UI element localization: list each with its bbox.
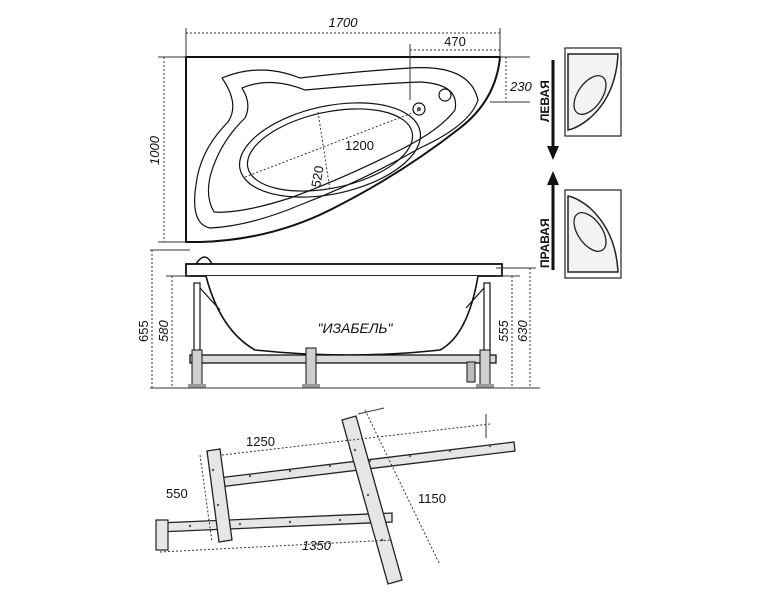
foot-3 (479, 349, 491, 389)
tub-bowl (238, 102, 422, 198)
height-total-label: 655 (136, 320, 151, 342)
tub-outer-outline (185, 56, 502, 243)
beam2-dim (159, 539, 393, 553)
model-label: "ИЗАБЕЛЬ" (317, 320, 393, 336)
side-view: "ИЗАБЕЛЬ" 655 580 630 555 (136, 249, 540, 389)
frame-brace-left (199, 287, 221, 311)
depth-label: 1000 (147, 135, 162, 165)
beam1-label: 1250 (246, 434, 275, 449)
cross-dim-tick (357, 407, 385, 415)
edge-label: 230 (509, 79, 532, 94)
variant-right: ПРАВАЯ (538, 171, 622, 279)
rim-backrest (195, 256, 213, 265)
variant-right-shape (567, 195, 619, 273)
beam-texture (188, 444, 492, 542)
variant-left-shape (567, 53, 619, 131)
leg-dim (199, 454, 213, 543)
inner-width-label: 520 (308, 165, 327, 189)
offset-label: 470 (444, 34, 466, 49)
leg-label: 550 (166, 486, 188, 501)
cross-label: 1150 (418, 491, 446, 506)
variant-right-label: ПРАВАЯ (538, 218, 552, 268)
variant-right-bowl (573, 212, 607, 252)
frame-base-beam (189, 354, 497, 364)
foot-pad-2 (302, 384, 320, 388)
height-right-label: 630 (515, 320, 530, 342)
foot-pad-1 (188, 384, 206, 388)
tub-rim (185, 263, 503, 277)
frame-leg-550 (206, 448, 233, 543)
inner-width-dim (317, 111, 331, 191)
foot-2 (305, 347, 317, 389)
frame-end-cap (155, 519, 169, 551)
height-left-label: 580 (156, 320, 171, 342)
height-right-inner-label: 555 (496, 320, 511, 342)
variant-left-arrow-icon (547, 146, 559, 160)
beam1-dim (221, 423, 491, 456)
top-view: 1200 520 1700 470 1000 230 (147, 15, 532, 243)
width-label: 1700 (329, 15, 359, 30)
drain-hole (412, 102, 426, 116)
variant-left-bowl (573, 75, 607, 115)
frame-beam-1350 (157, 512, 393, 533)
frame-cross-1150 (341, 415, 403, 585)
cross-dim (364, 409, 441, 566)
variant-left: ЛЕВАЯ (538, 47, 622, 160)
beam2-label: 1350 (302, 538, 332, 553)
foot-pad-3 (476, 384, 494, 388)
inner-length-dim (244, 109, 421, 178)
variant-right-arrow-icon (547, 171, 559, 185)
variant-left-label: ЛЕВАЯ (538, 80, 552, 122)
frame-brace-right (465, 287, 485, 309)
frame-view: 1250 1350 550 1150 (155, 407, 516, 585)
foot-4 (466, 361, 476, 383)
tub-inner-contour (207, 81, 457, 213)
tub-rim-contour (194, 67, 479, 229)
tub-body (205, 275, 479, 356)
overflow-hole (438, 88, 452, 102)
inner-length-label: 1200 (345, 138, 374, 153)
drain-dot (417, 107, 421, 111)
tub-bowl-inner (246, 108, 414, 192)
foot-1 (191, 349, 203, 389)
